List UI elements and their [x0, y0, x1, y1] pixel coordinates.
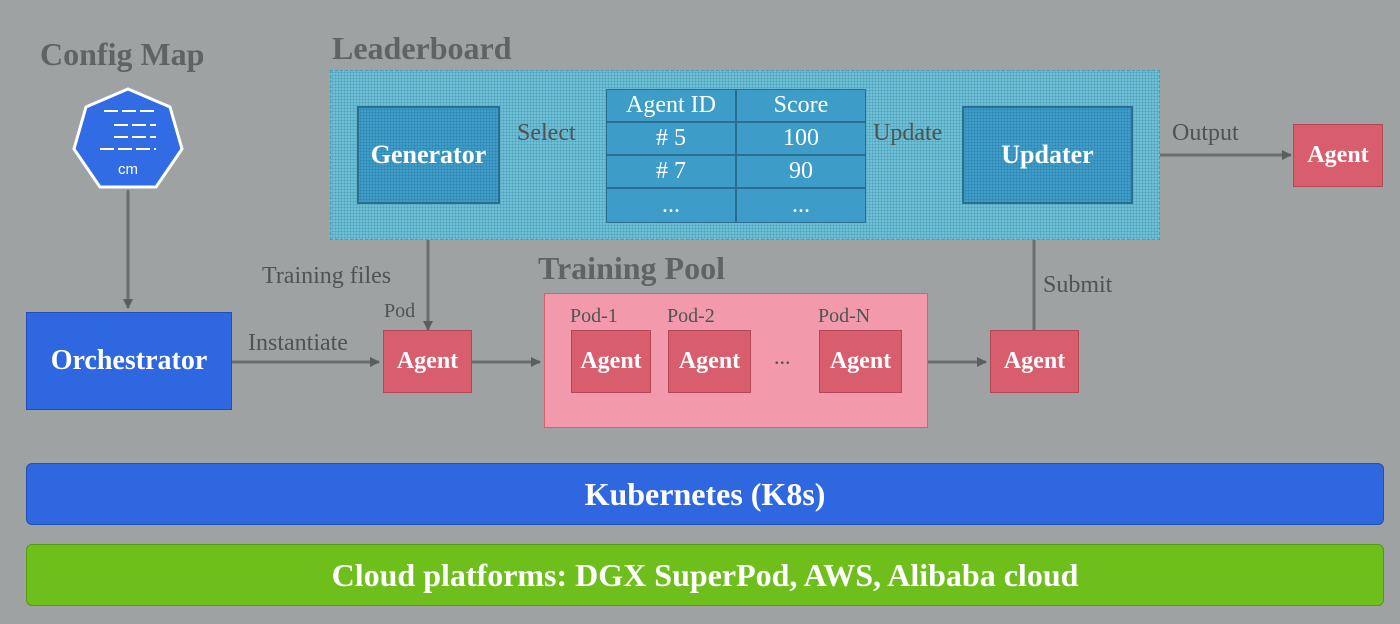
table-header-agent-id: Agent ID — [606, 89, 736, 122]
table-cell-agent-id: # 7 — [606, 155, 736, 188]
config-map-title: Config Map — [40, 36, 205, 72]
training-pool-title: Training Pool — [538, 250, 725, 286]
leaderboard-table: Agent ID Score # 5 100 # 7 90 ... ... — [606, 89, 866, 223]
orchestrator-box[interactable]: Orchestrator — [26, 312, 232, 410]
pod-label-2: Pod-2 — [667, 305, 715, 327]
edge-label-output: Output — [1172, 120, 1239, 146]
edge-label-training-files: Training files — [262, 263, 392, 289]
pod-2-agent[interactable]: Agent — [668, 330, 751, 393]
pod-label-n: Pod-N — [818, 305, 871, 327]
pod-label-1: Pod-1 — [570, 305, 618, 327]
config-map-icon: cm — [70, 85, 186, 195]
updater-box[interactable]: Updater — [962, 106, 1133, 204]
leaderboard-title: Leaderboard — [332, 30, 512, 66]
kubernetes-bar: Kubernetes (K8s) — [26, 463, 1384, 525]
output-agent-box[interactable]: Agent — [1293, 124, 1383, 187]
pod-n-agent[interactable]: Agent — [819, 330, 902, 393]
edge-label-select: Select — [517, 120, 576, 146]
submitted-agent-box[interactable]: Agent — [990, 330, 1079, 393]
edge-label-submit: Submit — [1043, 272, 1113, 298]
table-cell-score: 90 — [736, 155, 866, 188]
table-cell-score: 100 — [736, 122, 866, 155]
edge-label-pod: Pod — [384, 300, 416, 322]
generator-box[interactable]: Generator — [357, 106, 500, 204]
table-header-score: Score — [736, 89, 866, 122]
edge-label-update: Update — [873, 120, 943, 146]
cloud-platforms-bar: Cloud platforms: DGX SuperPod, AWS, Alib… — [26, 544, 1384, 606]
table-cell-agent-id: ... — [606, 188, 736, 223]
input-agent-box[interactable]: Agent — [383, 330, 472, 393]
pod-ellipsis: ... — [774, 344, 791, 369]
table-cell-agent-id: # 5 — [606, 122, 736, 155]
edge-label-instantiate: Instantiate — [248, 330, 348, 356]
config-map-icon-label: cm — [118, 161, 138, 178]
table-cell-score: ... — [736, 188, 866, 223]
pod-1-agent[interactable]: Agent — [571, 330, 651, 393]
